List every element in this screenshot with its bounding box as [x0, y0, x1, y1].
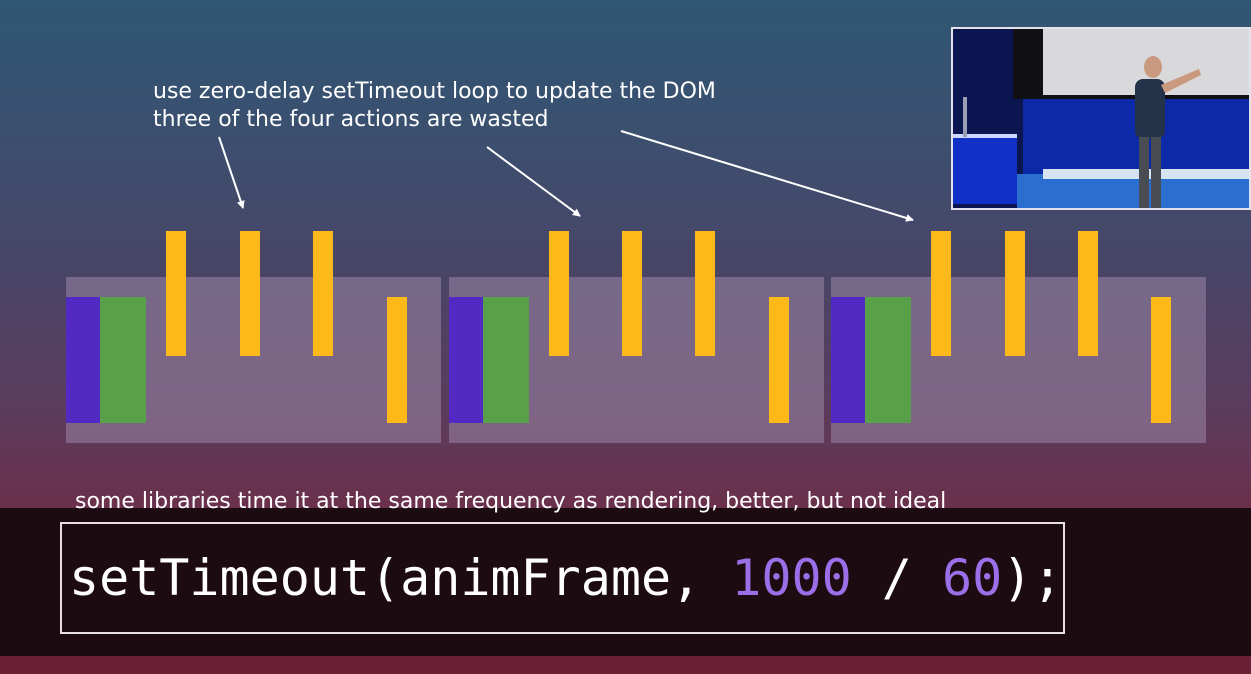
code-suffix: );: [1002, 549, 1063, 607]
speaker-video-inset: [951, 27, 1251, 210]
code-number-1000: 1000: [731, 549, 852, 607]
dom-update-bar-2d: [769, 297, 789, 423]
frame-task-block-3: [831, 297, 865, 423]
dom-update-bar-2a: [549, 231, 569, 356]
speaker-video-image: [953, 29, 1249, 208]
dom-update-bar-1b: [240, 231, 260, 356]
arrow-3: [620, 130, 914, 222]
dom-update-bar-1d: [387, 297, 407, 423]
dom-update-bar-2c: [695, 231, 715, 356]
render-block-3: [865, 297, 911, 423]
code-snippet: setTimeout(animFrame, 1000 / 60);: [60, 522, 1065, 634]
dom-update-bar-1c: [313, 231, 333, 356]
render-block-2: [483, 297, 529, 423]
dom-update-bar-3a: [931, 231, 951, 356]
render-block-1: [100, 297, 146, 423]
dom-update-bar-3d: [1151, 297, 1171, 423]
arrow-1: [218, 136, 245, 209]
caption-bottom: some libraries time it at the same frequ…: [75, 489, 947, 514]
arrow-2: [486, 146, 581, 217]
frame-task-block-2: [449, 297, 483, 423]
dom-update-bar-2b: [622, 231, 642, 356]
dom-update-bar-3b: [1005, 231, 1025, 356]
caption-line-2: three of the four actions are wasted: [153, 107, 549, 132]
dom-update-bar-3c: [1078, 231, 1098, 356]
dom-update-bar-1a: [166, 231, 186, 356]
caption-line-1: use zero-delay setTimeout loop to update…: [153, 79, 716, 104]
code-strip: [0, 508, 1251, 656]
code-operator: /: [851, 549, 942, 607]
code-prefix: setTimeout(animFrame,: [69, 549, 732, 607]
frame-task-block-1: [66, 297, 100, 423]
code-number-60: 60: [942, 549, 1003, 607]
